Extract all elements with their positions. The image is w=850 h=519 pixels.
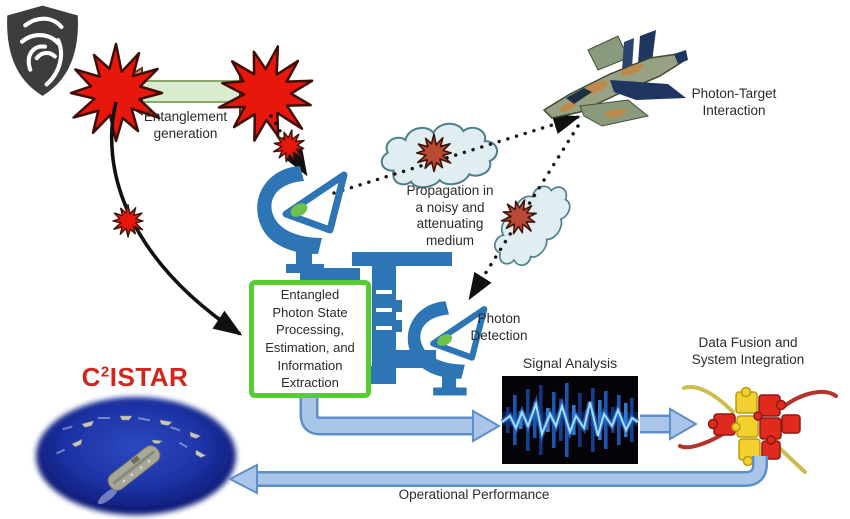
processing-box-label: Entangled Photon State Processing, Estim… xyxy=(265,287,355,391)
entanglement-generation-label: Entanglement generation xyxy=(143,109,228,141)
fighter-jet xyxy=(542,30,688,127)
lion-shield-logo xyxy=(7,5,78,96)
operational-performance-label: Operational Performance xyxy=(398,487,550,502)
flow-arrow-operational-performance xyxy=(227,456,768,495)
transmit-dish-icon xyxy=(257,166,344,273)
c2istar-superscript: 2 xyxy=(100,363,110,381)
propagation-medium-label: Propagation in a noisy and attenuating m… xyxy=(406,183,494,249)
flow-arrow-signal-to-fusion xyxy=(640,407,699,441)
c2istar-label: C2ISTAR xyxy=(81,362,189,392)
puzzle-pieces-icon xyxy=(678,385,838,474)
photon-target-interaction-label: Photon-Target Interaction xyxy=(691,86,777,118)
data-fusion-label: Data Fusion and System Integration xyxy=(691,335,805,367)
outgoing-photon-dotted-path xyxy=(332,114,581,195)
flow-arrow-box-to-signal xyxy=(299,396,502,443)
signal-waveform-image xyxy=(500,376,640,464)
signal-analysis-label: Signal Analysis xyxy=(522,355,618,371)
photon-detection-label: Photon Detection xyxy=(470,311,528,343)
processing-box: Entangled Photon State Processing, Estim… xyxy=(249,280,371,398)
naval-fleet-image xyxy=(36,397,236,515)
